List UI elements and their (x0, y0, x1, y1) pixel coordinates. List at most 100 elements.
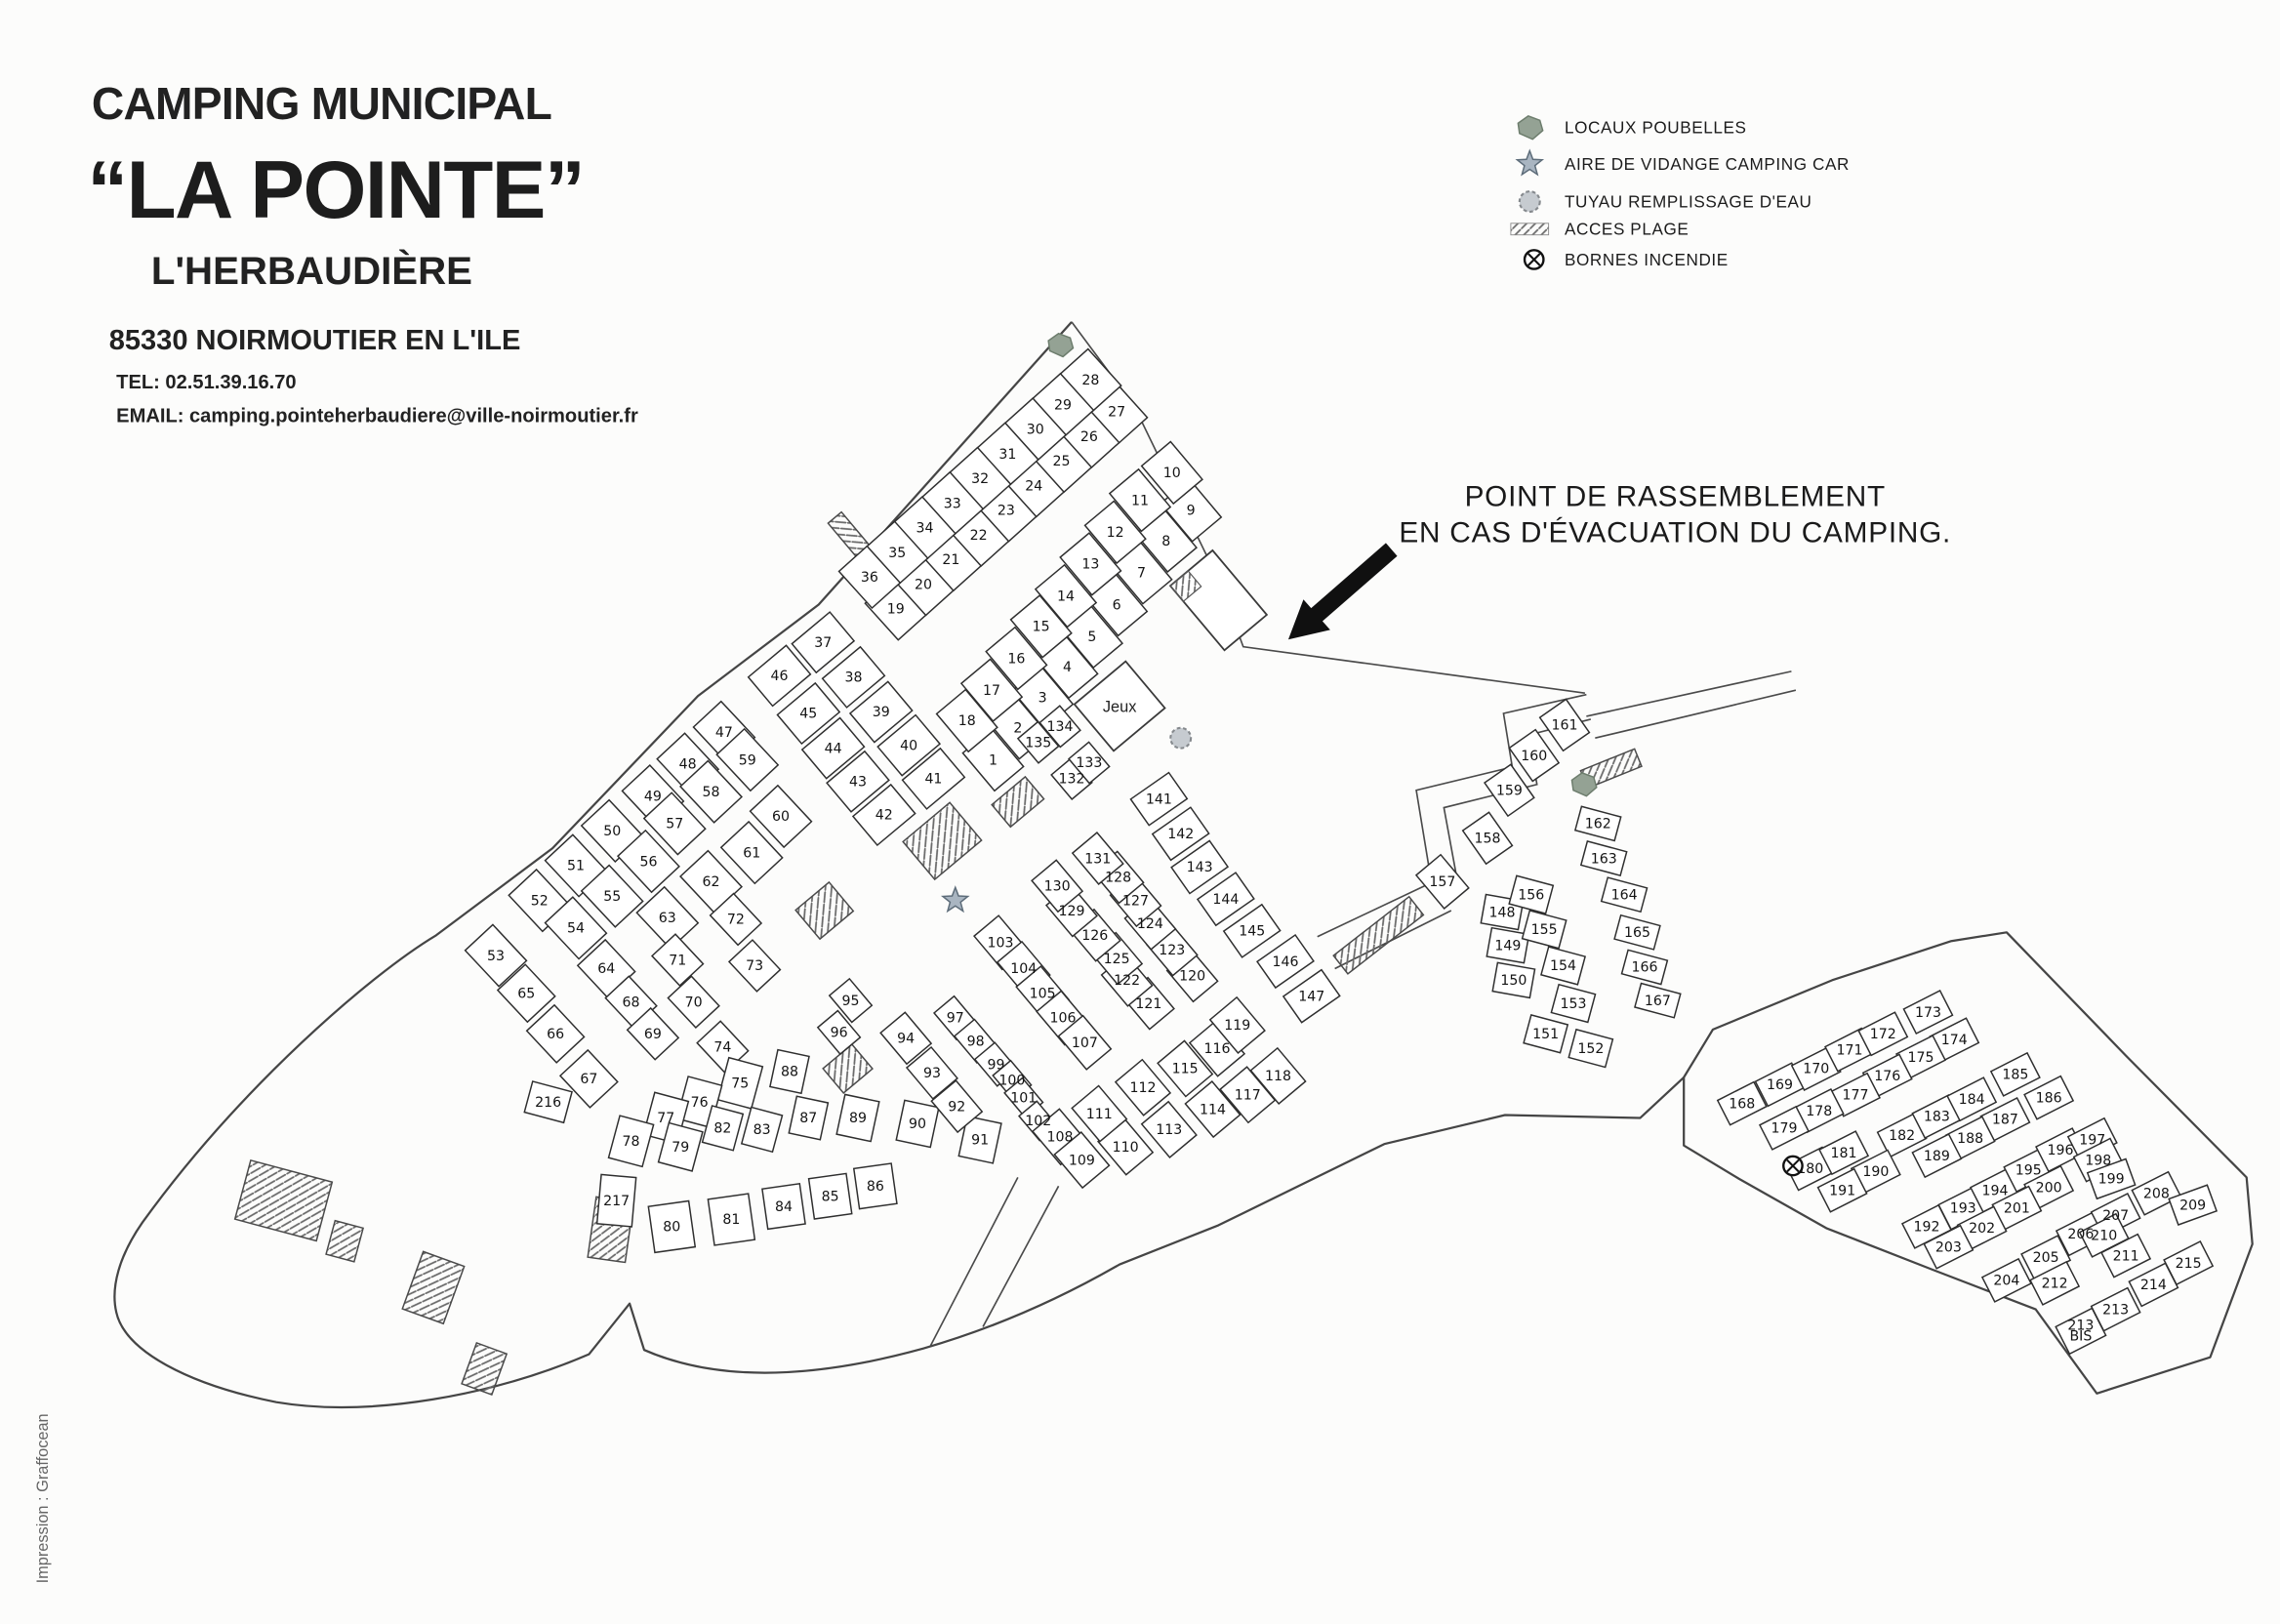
address-line: 85330 NOIRMOUTIER EN L'ILE (109, 325, 521, 356)
plot-157-label: 157 (1429, 874, 1455, 890)
title-block: CAMPING MUNICIPAL “LA POINTE” L'HERBAUDI… (87, 78, 638, 426)
waste-locker-icon (1517, 115, 1544, 141)
plot-152 (1568, 1028, 1614, 1069)
legend-label-drain: AIRE DE VIDANGE CAMPING CAR (1565, 155, 1850, 174)
plot-98-label: 98 (967, 1035, 985, 1050)
plot-54 (544, 896, 608, 960)
plot-144 (1196, 872, 1255, 927)
plot-189-label: 189 (1924, 1149, 1950, 1164)
plot-13-label: 13 (1081, 557, 1099, 573)
plot-71 (650, 933, 705, 987)
plot-160-label: 160 (1521, 749, 1547, 764)
plot-185 (1989, 1051, 2041, 1097)
plot-69-label: 69 (644, 1027, 662, 1042)
plot-49-label: 49 (644, 789, 662, 804)
plot-83 (740, 1106, 784, 1154)
plot-151-label: 151 (1532, 1027, 1559, 1042)
plot-64-label: 64 (597, 961, 615, 977)
plot-53 (464, 923, 528, 988)
plot-59 (715, 727, 780, 792)
plot-126-label: 126 (1081, 928, 1108, 944)
plot-75 (716, 1056, 764, 1110)
road-line (1317, 879, 1438, 938)
plot-209-label: 209 (2179, 1198, 2206, 1213)
plot-153 (1550, 983, 1597, 1024)
plot-90-label: 90 (909, 1116, 926, 1132)
plot-191-label: 191 (1829, 1184, 1855, 1199)
plot-84-label: 84 (775, 1199, 793, 1215)
plot-150 (1491, 961, 1536, 999)
legend-label-beach: ACCES PLAGE (1565, 221, 1689, 239)
plot-70 (667, 975, 720, 1030)
plot-163 (1579, 840, 1628, 877)
plot-156 (1508, 874, 1555, 914)
plot-60-label: 60 (772, 809, 790, 825)
plot-144-label: 144 (1212, 892, 1239, 908)
plot-21-label: 21 (942, 552, 959, 568)
plot-20-label: 20 (915, 578, 932, 593)
plot-163-label: 163 (1591, 851, 1617, 867)
plot-146-label: 146 (1272, 954, 1298, 970)
evacuation-arrow (1287, 543, 1398, 640)
plot-82-label: 82 (713, 1121, 731, 1137)
plot-118-label: 118 (1265, 1069, 1291, 1084)
plot-213-BIS (2055, 1307, 2107, 1356)
plot-147 (1282, 968, 1341, 1024)
plot-94-label: 94 (897, 1032, 915, 1047)
plot-4-label: 4 (1063, 660, 1072, 675)
plot-26-label: 26 (1080, 429, 1098, 445)
plot-84 (761, 1182, 806, 1231)
plot-125-label: 125 (1104, 952, 1130, 967)
beach-access-icon (1510, 223, 1550, 236)
plot-23-label: 23 (998, 504, 1015, 519)
plot-174-label: 174 (1941, 1033, 1968, 1048)
plot-108-label: 108 (1047, 1130, 1074, 1146)
plot-121-label: 121 (1135, 996, 1161, 1012)
plot-57 (642, 792, 707, 856)
plot-188-label: 188 (1957, 1131, 1983, 1147)
legend-label-waste: LOCAUX POUBELLES (1565, 119, 1746, 138)
plot-87-label: 87 (799, 1111, 817, 1126)
plot-69 (626, 1006, 680, 1061)
plot-32-label: 32 (971, 471, 989, 487)
plot-89 (835, 1093, 880, 1143)
plot-166 (1620, 949, 1669, 986)
plot-17-label: 17 (983, 683, 1000, 699)
road-line (982, 1185, 1060, 1327)
plot-118 (1249, 1046, 1307, 1105)
plot-54-label: 54 (567, 921, 585, 937)
plot-149 (1486, 926, 1530, 964)
plot-58-label: 58 (703, 785, 720, 800)
plot-142-label: 142 (1167, 827, 1194, 842)
evacuation-note-line1: POINT DE RASSEMBLEMENT (1465, 481, 1886, 513)
plot-216-label: 216 (535, 1095, 561, 1111)
map-bin-icon (1047, 332, 1075, 358)
plot-203-label: 203 (1935, 1239, 1962, 1255)
plot-117-label: 117 (1235, 1087, 1261, 1103)
plot-193-label: 193 (1950, 1200, 1976, 1216)
plot-186-label: 186 (2036, 1090, 2062, 1106)
plot-79-label: 79 (672, 1140, 689, 1156)
plot-76-label: 76 (691, 1095, 709, 1111)
plot-39 (848, 680, 914, 744)
building-hatched (822, 1042, 874, 1094)
plot-93-label: 93 (923, 1066, 941, 1081)
plot-187-label: 187 (1992, 1113, 2018, 1128)
plot-149-label: 149 (1494, 938, 1521, 954)
plot-22-label: 22 (970, 528, 988, 544)
plot-148-label: 148 (1488, 905, 1515, 920)
plot-141-label: 141 (1146, 792, 1172, 807)
boundary-main (113, 321, 1685, 1408)
plot-129-label: 129 (1058, 904, 1084, 919)
plot-143-label: 143 (1187, 860, 1213, 875)
plot-79 (657, 1121, 704, 1172)
plot-165-label: 165 (1624, 925, 1650, 941)
plot-194-label: 194 (1981, 1184, 2008, 1199)
plot-52-label: 52 (531, 893, 549, 909)
playground-label: Jeux (1103, 699, 1137, 716)
plot-199-label: 199 (2098, 1172, 2125, 1188)
plot-132-label: 132 (1058, 772, 1084, 788)
plot-55 (580, 864, 644, 928)
plot-42-label: 42 (875, 808, 893, 824)
plot-152-label: 152 (1577, 1041, 1604, 1057)
